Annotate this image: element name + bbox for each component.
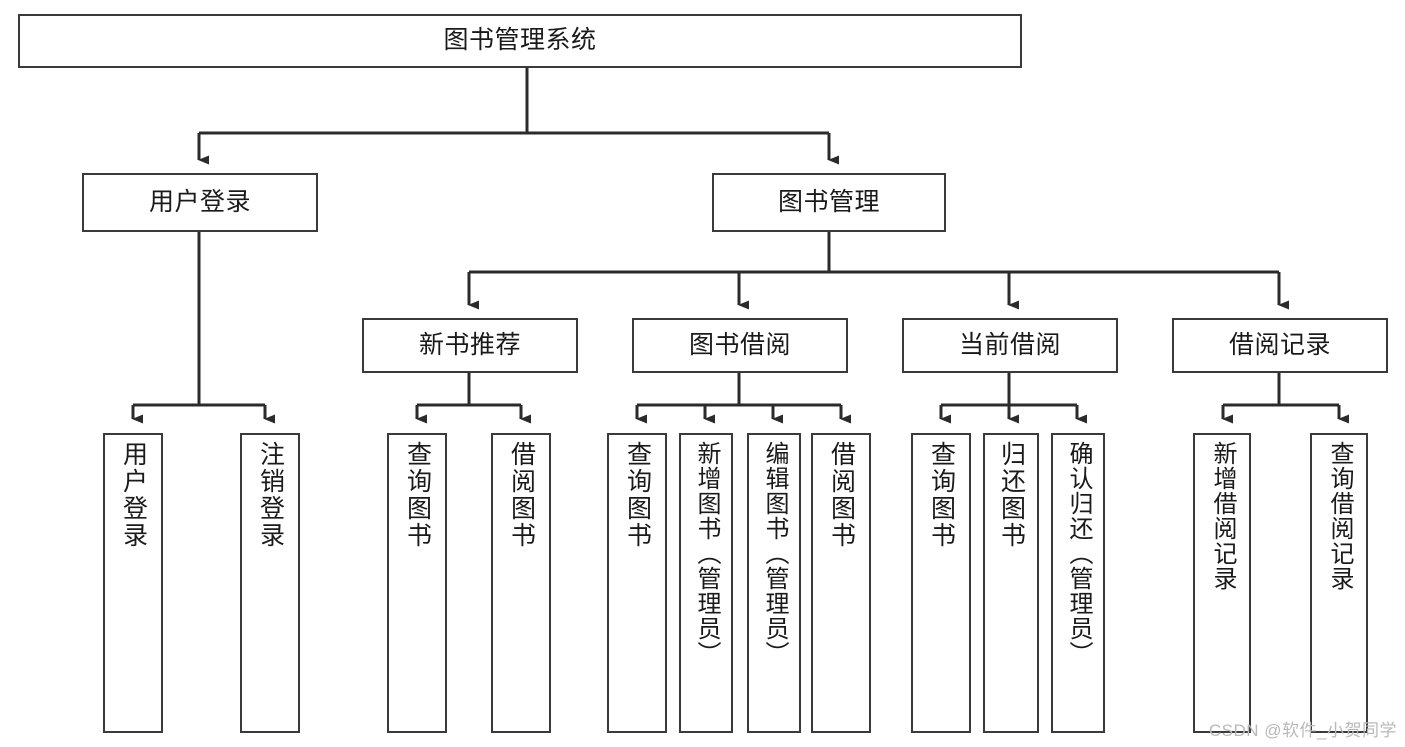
node-label: 当前借阅 xyxy=(958,330,1061,359)
watermark-text: CSDN @软件_小贺同学 xyxy=(1208,721,1397,740)
node-book-management[interactable]: 图书管理 xyxy=(712,173,946,232)
leaf-borrow-book-recommend[interactable]: 借阅图书 xyxy=(491,433,551,733)
node-label: 查询图书 xyxy=(623,441,652,549)
node-label: 新增借阅记录 xyxy=(1209,441,1236,591)
node-label: 新增图书（管理员） xyxy=(693,441,720,666)
node-user-login[interactable]: 用户登录 xyxy=(82,173,318,232)
node-new-book-recommend[interactable]: 新书推荐 xyxy=(362,318,578,373)
node-label: 借阅图书 xyxy=(507,441,536,549)
node-label: 查询借阅记录 xyxy=(1326,441,1353,591)
node-label: 借阅记录 xyxy=(1228,330,1331,359)
leaf-confirm-return-admin[interactable]: 确认归还（管理员） xyxy=(1051,433,1105,733)
node-label: 新书推荐 xyxy=(418,330,521,359)
node-label: 查询图书 xyxy=(927,441,956,549)
leaf-user-login[interactable]: 用户登录 xyxy=(103,433,163,733)
node-label: 图书管理系统 xyxy=(443,26,597,55)
node-borrow-record[interactable]: 借阅记录 xyxy=(1172,318,1388,373)
node-label: 借阅图书 xyxy=(827,441,856,549)
node-label: 图书管理 xyxy=(777,187,880,216)
leaf-edit-book-admin[interactable]: 编辑图书（管理员） xyxy=(747,433,801,733)
node-label: 图书借阅 xyxy=(688,330,791,359)
leaf-logout-login[interactable]: 注销登录 xyxy=(240,433,300,733)
leaf-return-book[interactable]: 归还图书 xyxy=(983,433,1039,733)
node-label: 用户登录 xyxy=(148,187,251,216)
node-label: 用户登录 xyxy=(119,441,148,549)
node-label: 注销登录 xyxy=(256,441,285,549)
node-label: 归还图书 xyxy=(997,441,1026,549)
node-book-borrow[interactable]: 图书借阅 xyxy=(632,318,848,373)
leaf-add-book-admin[interactable]: 新增图书（管理员） xyxy=(679,433,733,733)
leaf-query-book-current[interactable]: 查询图书 xyxy=(911,433,971,733)
node-current-borrow[interactable]: 当前借阅 xyxy=(902,318,1118,373)
leaf-add-borrow-record[interactable]: 新增借阅记录 xyxy=(1193,433,1251,733)
node-label: 确认归还（管理员） xyxy=(1065,441,1092,666)
leaf-query-book-borrow[interactable]: 查询图书 xyxy=(607,433,667,733)
node-label: 查询图书 xyxy=(403,441,432,549)
leaf-query-book-recommend[interactable]: 查询图书 xyxy=(387,433,447,733)
leaf-query-borrow-record[interactable]: 查询借阅记录 xyxy=(1310,433,1368,733)
node-root-book-management-system[interactable]: 图书管理系统 xyxy=(18,14,1022,68)
leaf-borrow-book[interactable]: 借阅图书 xyxy=(811,433,871,733)
node-label: 编辑图书（管理员） xyxy=(761,441,788,666)
